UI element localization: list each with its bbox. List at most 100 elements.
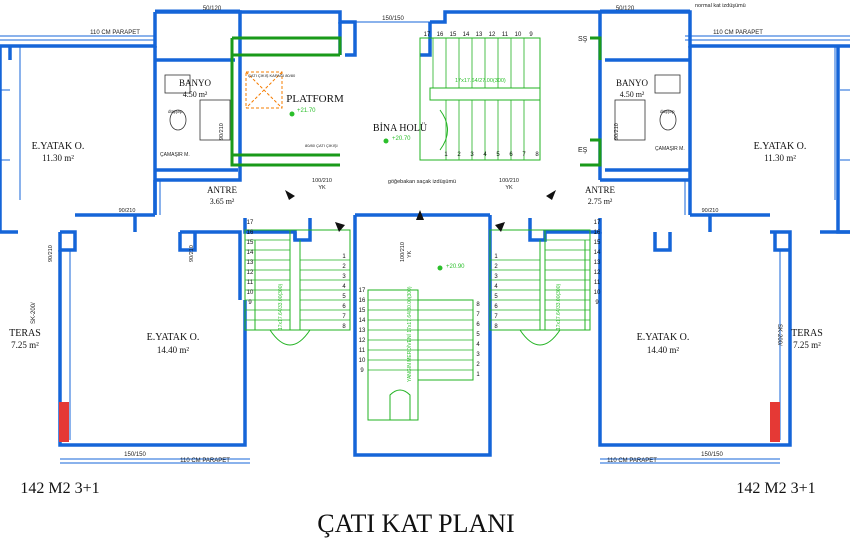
annotations: 110 CM PARAPET 110 CM PARAPET 110 CM PAR… <box>31 3 782 464</box>
stair-number: 1 <box>494 254 498 260</box>
bath-fixtures <box>164 74 681 141</box>
stair-number: 13 <box>594 260 601 266</box>
stair-number: 16 <box>247 230 254 236</box>
room-area-antre-right: 2.75 m² <box>588 197 613 206</box>
stair-number: 6 <box>342 304 346 310</box>
stair-number: 4 <box>342 284 346 290</box>
stair-number: 10 <box>359 358 366 364</box>
stair-number: 6 <box>509 152 513 158</box>
stair-number: 3 <box>494 274 498 280</box>
room-area-yatak-tl: 11.30 m² <box>42 153 74 163</box>
room-name-yatak-bl: E.YATAK O. <box>147 332 200 343</box>
left-staircase <box>244 229 351 346</box>
dim-label-bottom-right: 150/150 <box>701 452 723 458</box>
main-staircase <box>419 37 541 161</box>
stair-number: 10 <box>594 290 601 296</box>
stair-main-label: 17x17.64/27.00(300) <box>455 78 506 84</box>
stair-number: 11 <box>359 348 366 354</box>
right-staircase <box>489 229 591 346</box>
stair-number: 4 <box>494 284 498 290</box>
stair-number: 9 <box>595 300 599 306</box>
dim-label-center-top: 150/150 <box>382 16 404 22</box>
stair-number: 6 <box>494 304 498 310</box>
stair-number: 15 <box>594 240 601 246</box>
room-name-yatak-tl: E.YATAK O. <box>32 141 85 152</box>
room-name-teras-right: TERAS <box>791 328 823 339</box>
room-area-yatak-bl: 14.40 m² <box>157 345 190 355</box>
room-name-banyo-right: BANYO <box>616 78 649 88</box>
unit-label-right: 142 M2 3+1 <box>736 480 815 497</box>
right-stair-steps <box>490 239 590 321</box>
level-center: +20.90 <box>446 264 465 270</box>
stair-number: 17 <box>594 220 601 226</box>
stair-number: 16 <box>359 298 366 304</box>
door-label-100-left: 100/210 <box>312 178 332 184</box>
stair-number: 15 <box>359 308 366 314</box>
walls <box>0 10 850 457</box>
stair-number: 12 <box>359 338 366 344</box>
parapet-label-bottom-left: 110 CM PARAPET <box>180 458 230 464</box>
saçak-label: göğebakan saçak izdüşümü <box>388 179 456 185</box>
door-label-d: 90/210 <box>614 123 620 140</box>
stair-number: 3 <box>476 352 480 358</box>
stair-number: 8 <box>476 302 480 308</box>
stair-number: 17 <box>359 288 366 294</box>
stair-number: 11 <box>502 32 509 38</box>
level-markers <box>289 111 443 271</box>
platform-frame <box>230 36 602 167</box>
stair-left-label: 17x17.64/33.00(300) <box>278 284 284 330</box>
door-label-a: 90/210 <box>119 208 136 214</box>
door-yk-right: YK <box>505 185 513 191</box>
stair-number: 7 <box>476 312 480 318</box>
door-label-e: 90/210 <box>48 245 54 262</box>
door-label-c: 90/210 <box>219 123 225 140</box>
room-area-banyo-right: 4.50 m² <box>620 90 645 99</box>
stair-number: 4 <box>483 152 487 158</box>
fire-staircase <box>367 289 474 421</box>
door-label-f: 90/210 <box>189 245 195 262</box>
fire-stair-steps <box>368 299 473 371</box>
room-area-teras-left: 7.25 m² <box>11 340 39 350</box>
stair-number: 9 <box>360 368 364 374</box>
stair-number: 10 <box>515 32 522 38</box>
room-name-yatak-br: E.YATAK O. <box>637 332 690 343</box>
camasir-left: ÇAMAŞIR M. <box>160 152 190 158</box>
stair-number: 7 <box>522 152 526 158</box>
window-hatch <box>59 402 780 442</box>
stair-number: 13 <box>476 32 483 38</box>
stair-number: 5 <box>494 294 498 300</box>
parapet-label-top-left: 110 CM PARAPET <box>90 30 140 36</box>
room-area-yatak-br: 14.40 m² <box>647 345 680 355</box>
level-hol: +20.70 <box>392 136 411 142</box>
stair-number: 7 <box>342 314 346 320</box>
dim-label-bottom-left: 150/150 <box>124 452 146 458</box>
stair-right-label: 17x17.64/33.00(300) <box>556 284 562 330</box>
room-area-banyo-left: 4.50 m² <box>183 90 208 99</box>
room-labels: BANYO 4.50 m² BANYO 4.50 m² E.YATAK O. 1… <box>9 78 823 355</box>
stair-number: 2 <box>342 264 346 270</box>
stair-number: 12 <box>489 32 496 38</box>
stair-number: 13 <box>359 328 366 334</box>
unit-label-left: 142 M2 3+1 <box>20 480 99 497</box>
stair-number: 7 <box>494 314 498 320</box>
stair-number: 8 <box>342 324 346 330</box>
window-sk-left: SK-200/ <box>31 302 37 324</box>
stair-number: 13 <box>247 260 254 266</box>
stair-number: 10 <box>247 290 254 296</box>
window-sk-right: SK-200/ <box>776 324 782 346</box>
stair-number: 17 <box>424 32 431 38</box>
parapet-label-bottom-right: 110 CM PARAPET <box>607 458 657 464</box>
stair-number: 6 <box>476 322 480 328</box>
door-yk-center: YK <box>407 250 413 258</box>
stair-number: 2 <box>457 152 461 158</box>
stair-number: 12 <box>594 270 601 276</box>
stair-number: 16 <box>437 32 444 38</box>
stair-number: 17 <box>247 220 254 226</box>
normal-kat-label: normal kat izdüşümü <box>695 3 746 9</box>
stair-number: 1 <box>476 372 480 378</box>
thin-lines <box>0 46 850 440</box>
stair-number: 1 <box>342 254 346 260</box>
stair-number: 16 <box>594 230 601 236</box>
